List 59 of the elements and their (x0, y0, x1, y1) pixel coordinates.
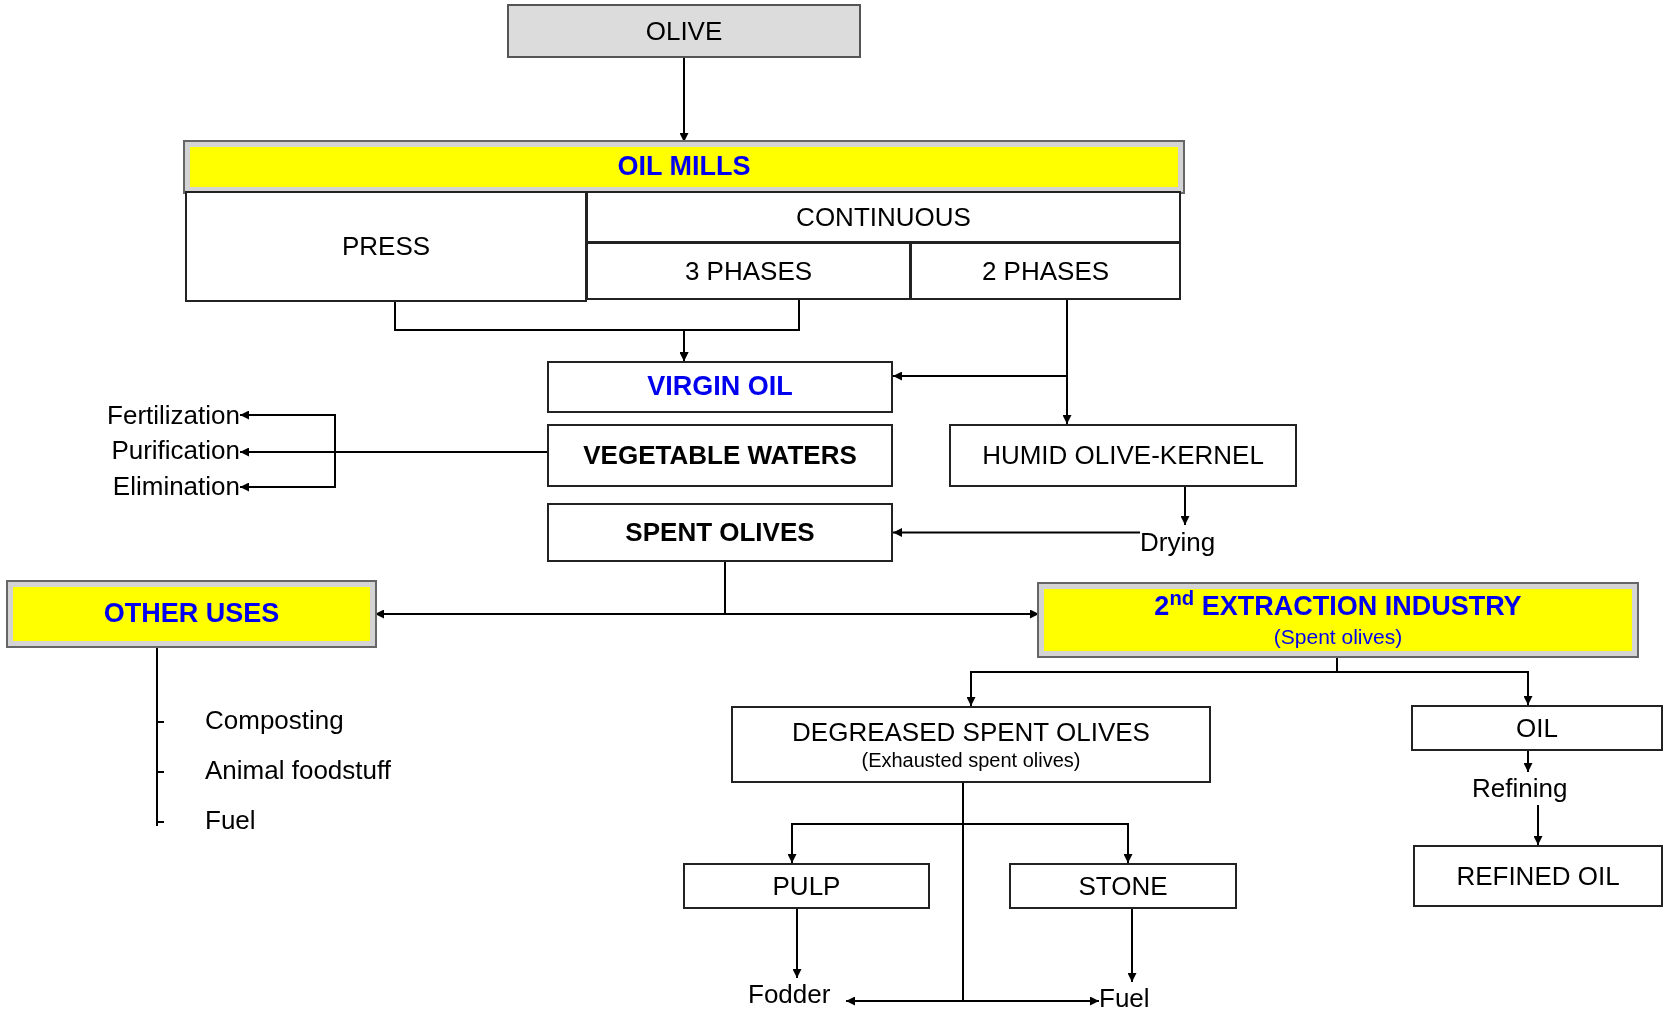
process-box (586, 242, 911, 300)
use-label: Animal foodstuff (205, 754, 391, 787)
node-label: SPENT OLIVES (625, 516, 815, 549)
node-label: CONTINUOUS (796, 200, 971, 234)
use-label: Fuel (205, 804, 256, 837)
process-box (185, 191, 587, 302)
process-box (949, 424, 1297, 487)
flow-text: Fertilization (107, 398, 240, 432)
arrow (1336, 655, 1533, 706)
flow-text: Fuel (1099, 981, 1150, 1015)
flow-text: Purification (111, 433, 240, 467)
process-box (547, 424, 893, 487)
process-box (507, 4, 861, 58)
arrow (962, 782, 1100, 1006)
flow-text: Elimination (112, 469, 240, 503)
arrow (1127, 908, 1137, 983)
node-label: PRESS (341, 230, 431, 263)
process-box (731, 706, 1211, 783)
process-box (586, 191, 1181, 243)
process-box (547, 503, 893, 562)
flow-text: Refining (1472, 772, 1568, 805)
process-box (683, 863, 930, 909)
arrow (892, 528, 1141, 537)
process-box (1009, 863, 1237, 909)
arrow (1523, 750, 1533, 773)
node-label: VIRGIN OIL (647, 370, 793, 404)
flow-text: Drying (1140, 526, 1216, 559)
process-box (1413, 845, 1663, 907)
process-box (1411, 705, 1663, 751)
node-label: 2$^{nd}$ EXTRACTION INDUSTRY (1154, 590, 1522, 623)
node-label: OIL MILLS (617, 150, 751, 184)
node-label: OIL (1516, 711, 1558, 745)
node-subtitle: (Spent olives) (1273, 623, 1403, 650)
node-label: PULP (772, 869, 841, 903)
heading-band (1039, 584, 1637, 656)
node-label: OTHER USES (103, 597, 280, 631)
node-label: HUMID OLIVE-KERNEL (982, 439, 1264, 472)
node-label: OLIVE (645, 14, 723, 48)
node-label: 3 PHASES (684, 254, 813, 288)
node-label: 2 PHASES (981, 254, 1110, 288)
node-label: VEGETABLE WATERS (583, 439, 857, 472)
arrow (679, 57, 689, 143)
heading-band (8, 582, 375, 646)
arrow (724, 561, 1040, 619)
node-subtitle: (Exhausted spent olives) (861, 748, 1081, 774)
heading-band (185, 142, 1183, 192)
arrow (239, 451, 548, 492)
use-label: Composting (205, 704, 344, 737)
node-label: DEGREASED SPENT OLIVES (792, 715, 1150, 749)
arrow (792, 908, 802, 979)
arrow (679, 299, 800, 362)
arrow (1062, 299, 1072, 425)
flow-text: Fodder (748, 977, 831, 1011)
node-label: REFINED OIL (1456, 859, 1620, 893)
process-box (910, 242, 1181, 300)
process-box (547, 361, 893, 413)
arrow (1180, 486, 1190, 526)
node-label: STONE (1078, 869, 1168, 903)
arrow (1533, 804, 1543, 846)
